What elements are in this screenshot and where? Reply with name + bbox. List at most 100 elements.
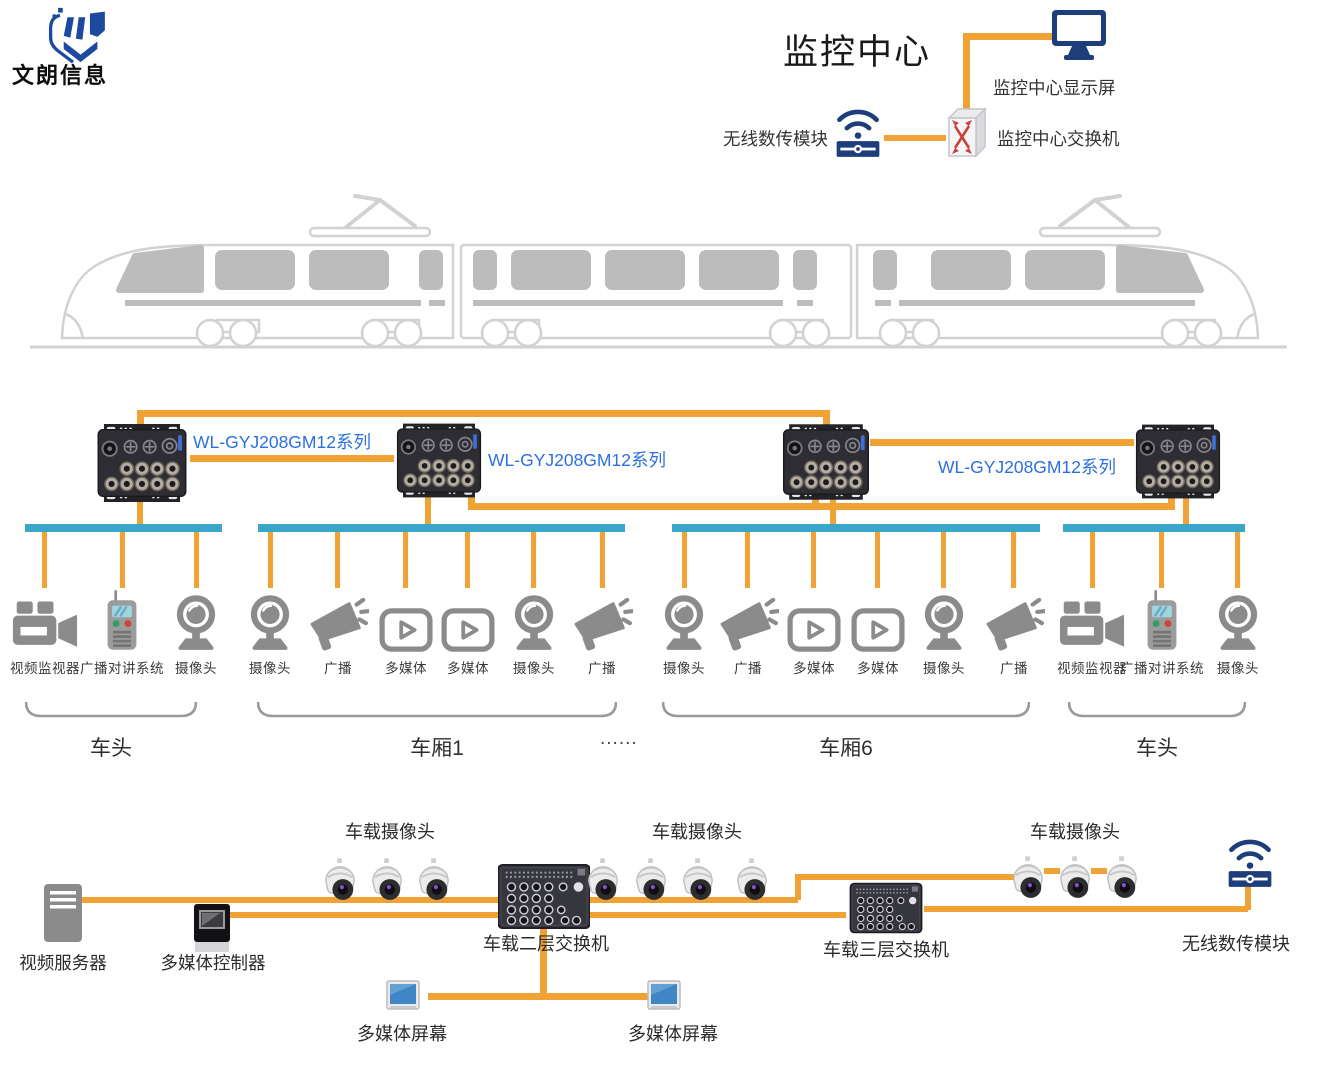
wireless-module-label: 无线数传模块	[723, 129, 828, 149]
webcam-icon	[247, 594, 293, 652]
carriage-label: 车厢1	[410, 737, 464, 760]
monitor-screen-icon	[1050, 8, 1108, 62]
cable	[80, 897, 502, 903]
device-label: 摄像头	[513, 661, 555, 676]
device: 摄像头	[1196, 586, 1280, 677]
carriage-bus	[258, 524, 625, 532]
cable	[924, 906, 1248, 912]
center-switch-label: 监控中心交换机	[997, 129, 1120, 149]
device-label: 多媒体	[447, 661, 489, 676]
wireless-module-icon	[1224, 830, 1276, 890]
megaphone-icon	[717, 598, 779, 652]
onboard-camera-label: 车载摄像头	[345, 822, 435, 842]
cable	[190, 455, 394, 462]
cable	[137, 417, 144, 427]
layer3-switch-icon	[842, 882, 930, 934]
switch-series-label: WL-GYJ208GM12系列	[938, 457, 1116, 477]
switch-series-label: WL-GYJ208GM12系列	[488, 450, 666, 470]
device: 摄像头	[154, 586, 238, 677]
video-recorder-icon	[12, 600, 78, 652]
cable	[468, 496, 475, 503]
multimedia-icon	[851, 608, 905, 652]
device-drop-cable	[531, 532, 536, 588]
webcam-icon	[921, 594, 967, 652]
device: 摄像头	[642, 586, 726, 677]
ring-switch-icon	[394, 423, 484, 498]
carriage-label: 车头	[90, 737, 132, 760]
device: 广播	[972, 586, 1056, 677]
cable	[1245, 884, 1251, 910]
device-drop-cable	[1235, 532, 1240, 588]
cable	[425, 496, 431, 526]
intercom-icon	[104, 588, 140, 652]
device: 摄像头	[492, 586, 576, 677]
layer2-switch-label: 车载二层交换机	[483, 934, 609, 954]
monitoring-center-title: 监控中心	[783, 33, 932, 72]
cable	[1091, 868, 1107, 874]
device-label: 广播	[734, 661, 762, 676]
multimedia-screen-icon	[386, 980, 420, 1012]
webcam-icon	[511, 594, 557, 652]
cable	[870, 439, 1134, 446]
dome-camera-icon	[681, 858, 715, 904]
cable	[586, 897, 798, 903]
device-label: 摄像头	[923, 661, 965, 676]
intercom-icon	[1144, 588, 1180, 652]
device: 多媒体	[772, 586, 856, 677]
dome-camera-icon	[735, 858, 769, 904]
dome-camera-icon	[417, 858, 451, 904]
dome-camera-icon	[634, 858, 668, 904]
carriage-label: 车头	[1136, 737, 1178, 760]
carriage-bus	[1063, 524, 1245, 532]
multimedia-screen-label: 多媒体屏幕	[628, 1024, 718, 1044]
device-drop-cable	[268, 532, 273, 588]
onboard-camera-label: 车载摄像头	[652, 822, 742, 842]
cable	[1183, 498, 1189, 526]
cable	[884, 135, 946, 141]
device-drop-cable	[335, 532, 340, 588]
center-switch-icon	[944, 106, 990, 160]
device-drop-cable	[465, 532, 470, 588]
megaphone-icon	[571, 598, 633, 652]
multimedia-controller-label: 多媒体控制器	[160, 953, 266, 973]
carriage-bracket	[662, 702, 1030, 718]
device-drop-cable	[941, 532, 946, 588]
multimedia-icon	[379, 608, 433, 652]
carriage-bus	[25, 524, 222, 532]
device-drop-cable	[745, 532, 750, 588]
device-label: 视频监视器	[1057, 661, 1127, 676]
carriage-bracket	[257, 702, 617, 718]
video-server-icon	[42, 882, 84, 944]
device-label: 视频监视器	[10, 661, 80, 676]
wireless-module-icon	[832, 100, 884, 160]
webcam-icon	[1215, 594, 1261, 652]
ring-switch-icon	[93, 424, 191, 502]
dome-camera-icon	[1058, 856, 1092, 902]
megaphone-icon	[983, 598, 1045, 652]
carriage-bracket	[25, 702, 197, 718]
device-drop-cable	[875, 532, 880, 588]
cable	[1168, 498, 1175, 503]
onboard-camera-label: 车载摄像头	[1030, 822, 1120, 842]
device-label: 摄像头	[249, 661, 291, 676]
device-drop-cable	[194, 532, 199, 588]
wireless-module-label: 无线数传模块	[1182, 934, 1290, 954]
device-drop-cable	[42, 532, 47, 588]
device: 视频监视器	[3, 586, 87, 677]
cable	[795, 874, 1018, 880]
cable	[823, 417, 830, 427]
device-drop-cable	[682, 532, 687, 588]
device-drop-cable	[1159, 532, 1164, 588]
device-label: 多媒体	[793, 661, 835, 676]
device-drop-cable	[1011, 532, 1016, 588]
multimedia-icon	[787, 608, 841, 652]
device-label: 广播对讲系统	[1120, 661, 1204, 676]
device-label: 摄像头	[663, 661, 705, 676]
display-screen-label: 监控中心显示屏	[993, 78, 1116, 98]
cable	[795, 874, 801, 900]
multimedia-screen-label: 多媒体屏幕	[357, 1024, 447, 1044]
video-recorder-icon	[1059, 600, 1125, 652]
dome-camera-icon	[586, 858, 620, 904]
ring-backbone-cable	[137, 410, 830, 417]
